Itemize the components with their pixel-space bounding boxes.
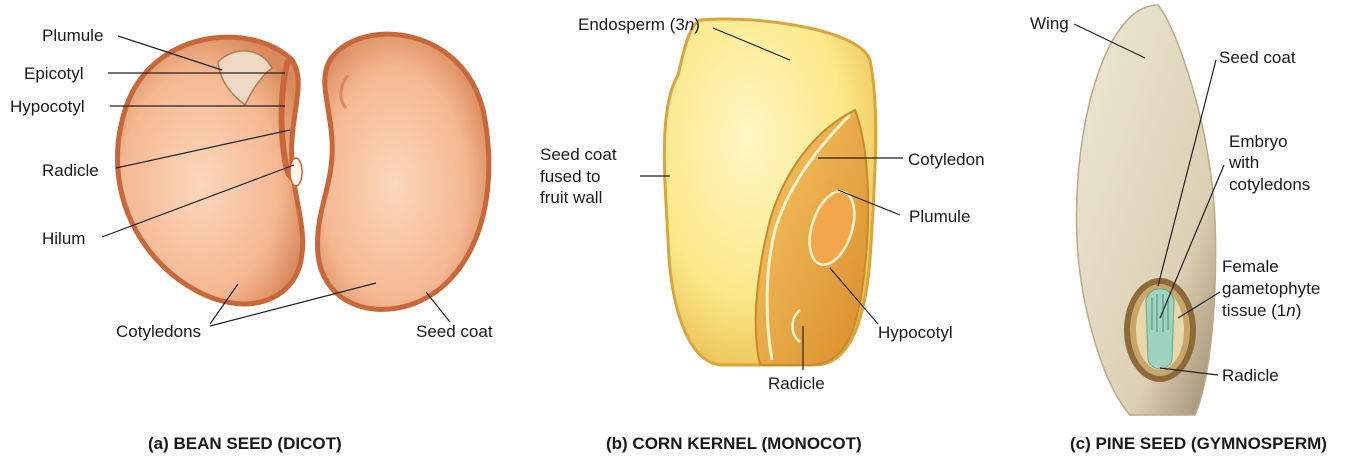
bean-right-cotyledon xyxy=(317,34,488,309)
bean-seed-panel: Plumule Epicotyl Hypocotyl Radicle Hilum… xyxy=(10,26,493,453)
bean-left-cotyledon xyxy=(117,37,302,304)
label-embryo-1: Embryo xyxy=(1229,132,1288,151)
label-wing: Wing xyxy=(1030,14,1069,33)
label-seed-coat: Seed coat xyxy=(416,322,493,341)
caption-bean: (a) BEAN SEED (DICOT) xyxy=(148,434,342,453)
label-corn-radicle: Radicle xyxy=(768,374,825,393)
label-female-1: Female xyxy=(1222,257,1279,276)
leader-seed-coat xyxy=(426,292,450,322)
pine-seed-panel: Wing Seed coat Embryo with cotyledons Fe… xyxy=(1030,5,1327,453)
label-female-3: tissue (1n) xyxy=(1222,301,1301,320)
label-hypocotyl: Hypocotyl xyxy=(10,97,85,116)
label-embryo-2: with xyxy=(1228,153,1259,172)
label-endosperm: Endosperm (3n) xyxy=(578,15,700,34)
label-corn-cotyledon: Cotyledon xyxy=(908,150,985,169)
label-corn-hypocotyl: Hypocotyl xyxy=(878,323,953,342)
label-pine-radicle: Radicle xyxy=(1222,366,1279,385)
caption-pine: (c) PINE SEED (GYMNOSPERM) xyxy=(1070,434,1327,453)
label-corn-seed-coat-1: Seed coat xyxy=(540,145,617,164)
caption-corn: (b) CORN KERNEL (MONOCOT) xyxy=(606,434,862,453)
pine-embryo xyxy=(1146,289,1174,369)
bean-hilum-shape xyxy=(290,158,302,186)
label-cotyledons: Cotyledons xyxy=(116,322,201,341)
label-corn-plumule: Plumule xyxy=(909,207,970,226)
corn-kernel-panel: Endosperm (3n) Seed coat fused to fruit … xyxy=(540,15,985,453)
label-epicotyl: Epicotyl xyxy=(24,64,84,83)
label-pine-seed-coat: Seed coat xyxy=(1219,48,1296,67)
label-female-2: gametophyte xyxy=(1222,279,1320,298)
label-plumule: Plumule xyxy=(42,26,103,45)
label-embryo-3: cotyledons xyxy=(1229,175,1310,194)
label-radicle: Radicle xyxy=(42,161,99,180)
label-corn-seed-coat-2: fused to xyxy=(540,167,601,186)
label-corn-seed-coat-3: fruit wall xyxy=(540,188,602,207)
label-hilum: Hilum xyxy=(42,229,85,248)
